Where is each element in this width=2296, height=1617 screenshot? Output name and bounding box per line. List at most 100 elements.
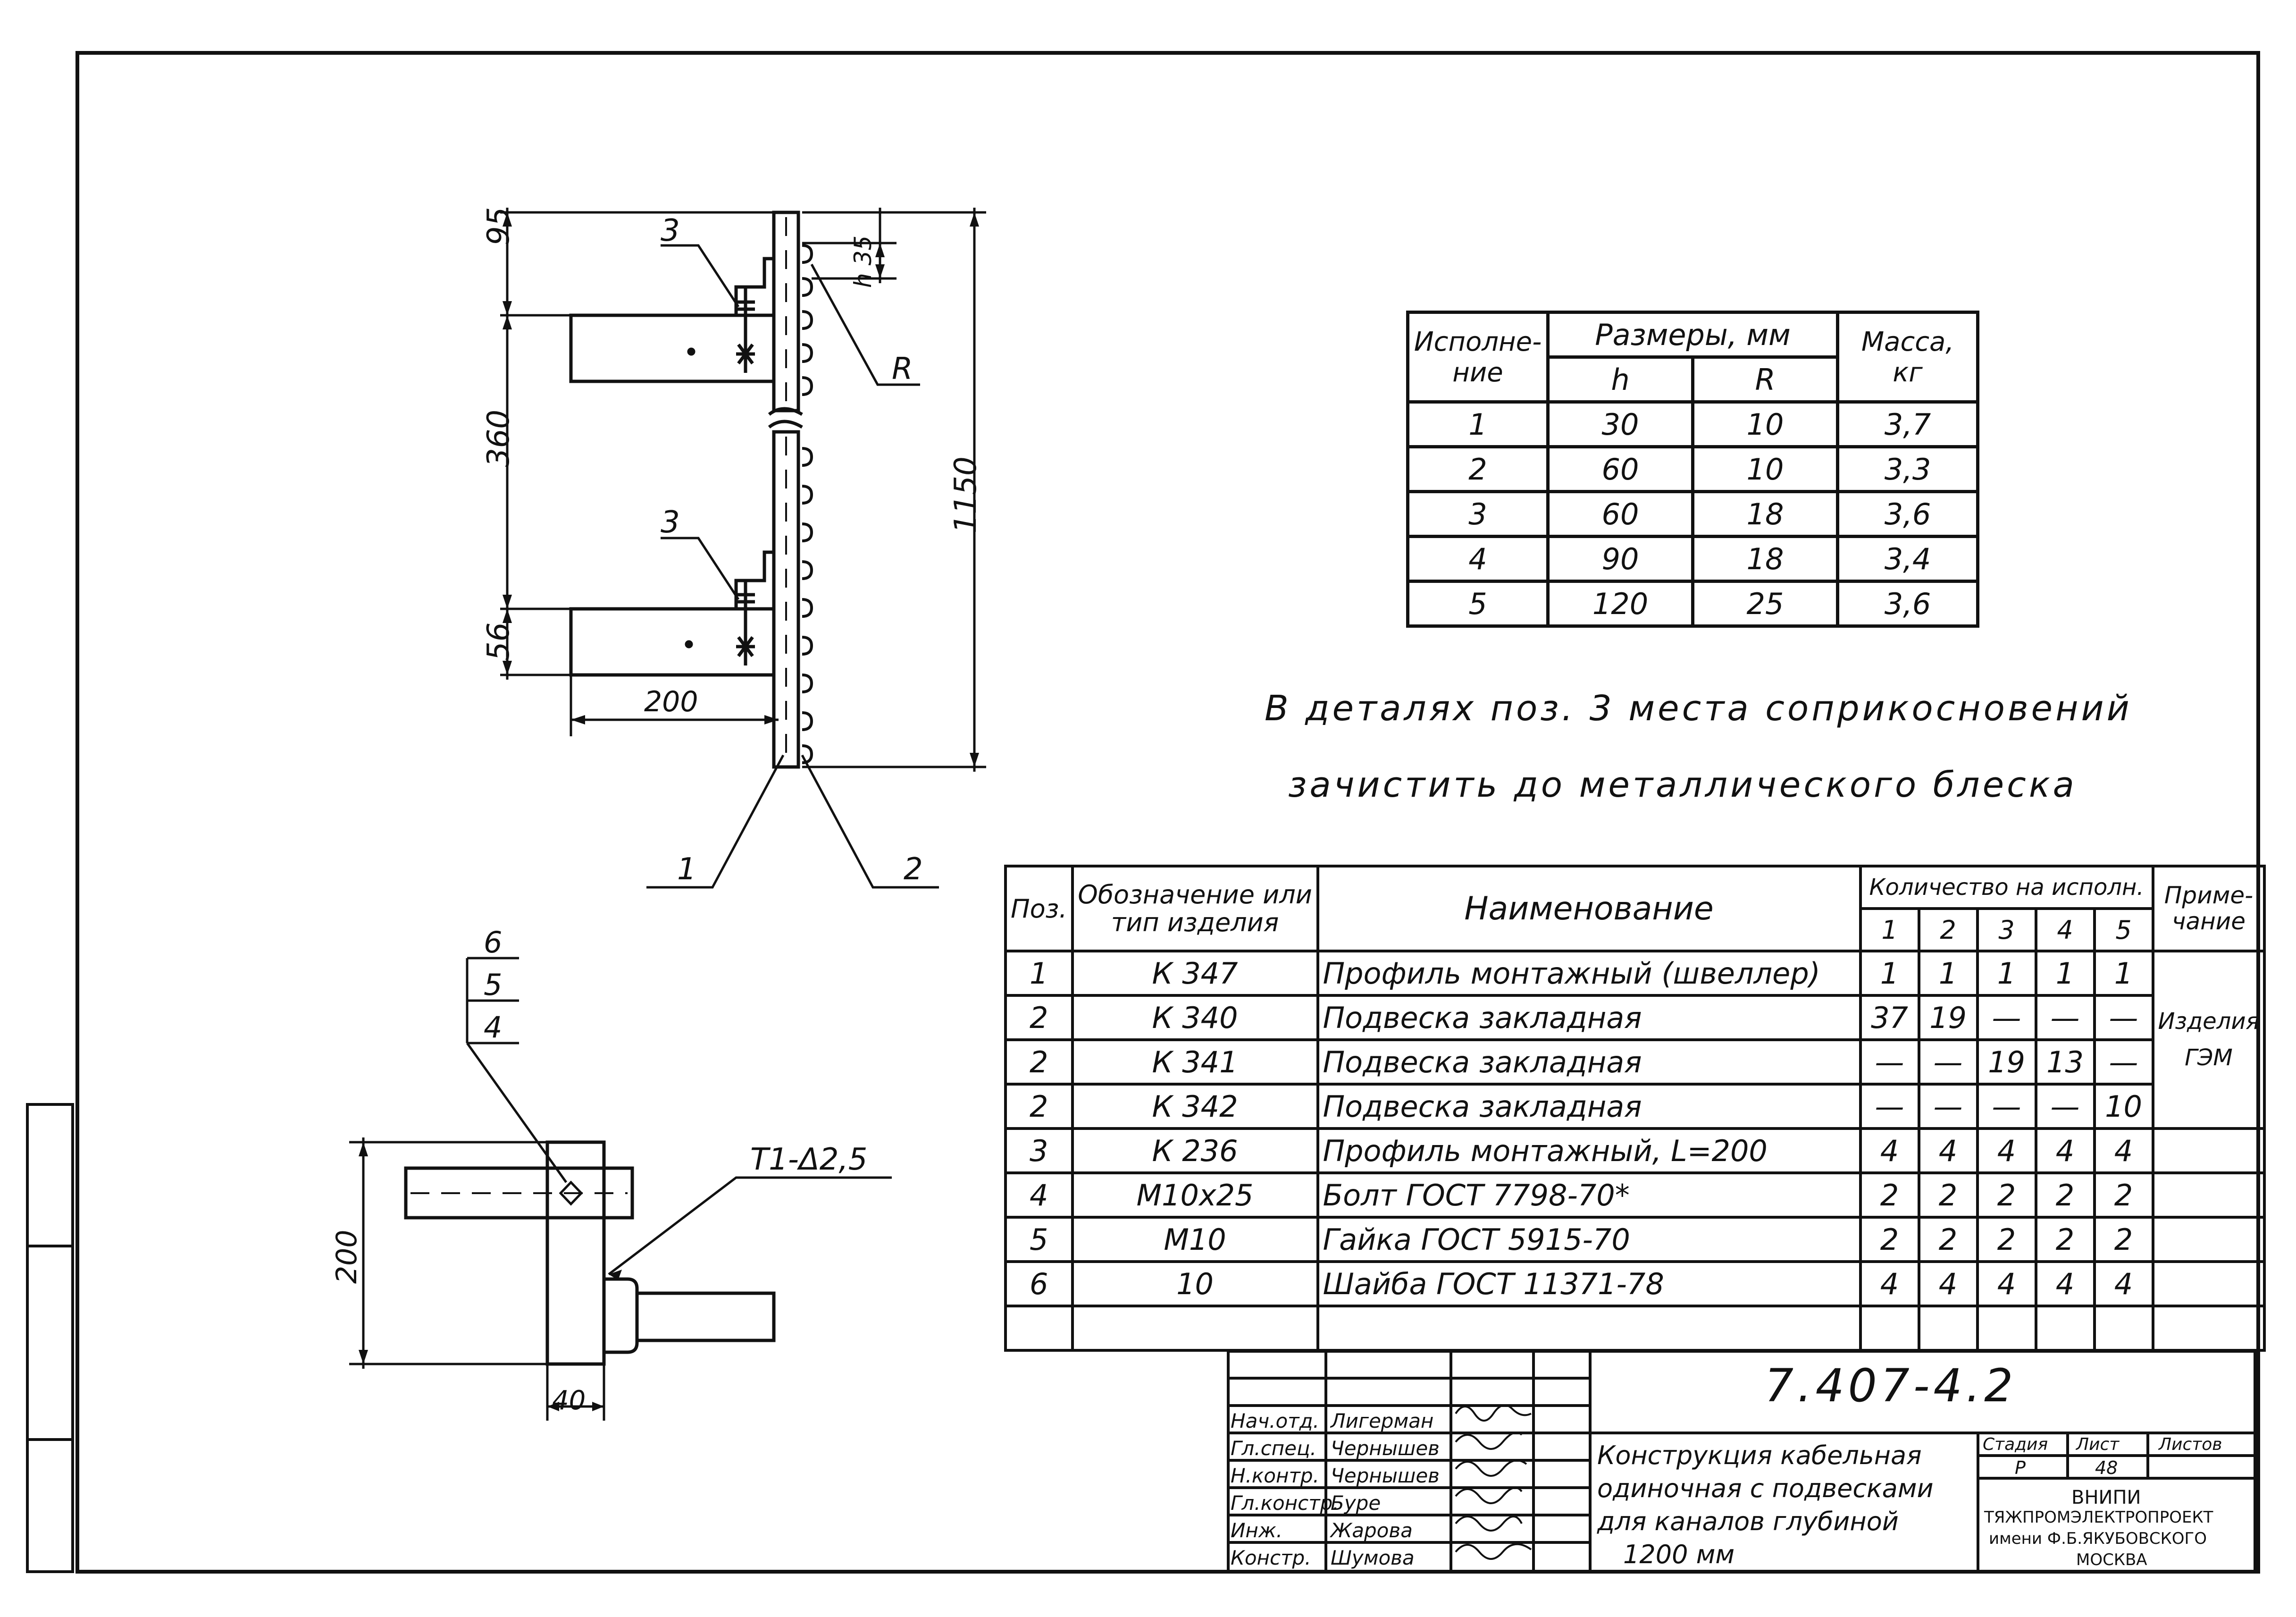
spec-qty-col: 1 [1859,907,1920,952]
spec-qty: 4 [1859,1127,1920,1174]
dims-cell: 60 [1546,490,1694,538]
signature-row: Нач.отд. Лигерман [1227,1406,1590,1435]
dims-cell: 4 [1406,535,1550,583]
spec-qty: — [2093,1038,2154,1086]
spec-qty: — [1976,1083,2037,1130]
sheets-label: Листов [2159,1435,2222,1454]
spec-qty: 37 [1859,994,1920,1041]
dims-cell: 1 [1406,400,1550,448]
spec-row: 5 М10 Гайка ГОСТ 5915-70 2 2 2 2 2 [1004,1216,2266,1263]
spec-qty: — [1917,1038,1979,1086]
role-label: Н.контр. [1231,1464,1319,1487]
spec-code: К 347 [1071,950,1319,997]
spec-code: К 236 [1071,1127,1319,1174]
spec-name: Подвеска закладная [1316,994,1862,1041]
spec-qty: — [1976,994,2037,1041]
spec-header-name: Наименование [1316,865,1862,952]
dims-cell: 3,4 [1836,535,1979,583]
role-name: Чернышев [1331,1464,1440,1487]
spec-qty: 2 [2034,1171,2096,1219]
spec-pos: 3 [1004,1127,1074,1174]
spec-header-code: Обозначение или тип изделия [1071,865,1319,952]
role-label: Констр. [1231,1546,1311,1569]
dims-cell: 90 [1546,535,1694,583]
spec-qty: 4 [1917,1127,1979,1174]
spec-qty-col: 3 [1976,907,2037,952]
dims-cell: 25 [1691,580,1839,628]
spec-note-empty [2151,1171,2266,1219]
spec-header-pos: Поз. [1004,865,1074,952]
dims-cell: 3,6 [1836,490,1979,538]
spec-note-empty [2151,1260,2266,1307]
spec-header-note: Приме-чание [2151,865,2266,952]
dims-header-exec: Исполне- ние [1406,311,1550,404]
role-name: Лигерман [1331,1409,1434,1432]
spec-name: Профиль монтажный, L=200 [1316,1127,1862,1174]
dims-cell: 18 [1691,535,1839,583]
spec-qty: 4 [1859,1260,1920,1307]
role-name: Шумова [1331,1546,1415,1569]
spec-qty: 2 [2093,1216,2154,1263]
signature-scribble [1455,1516,1523,1532]
dims-row: 3 60 18 3,6 [1406,490,1979,538]
role-label: Гл.констр. [1231,1491,1339,1515]
spec-name: Болт ГОСТ 7798-70* [1316,1171,1862,1219]
spec-code: М10 [1071,1216,1319,1263]
spec-row: 2 К 341 Подвеска закладная — — 19 13 — [1004,1038,2264,1086]
stage-value: Р [2015,1457,2026,1478]
dims-cell: 10 [1691,445,1839,493]
spec-qty: 2 [1917,1171,1979,1219]
spec-code: К 341 [1071,1038,1319,1086]
spec-pos: 2 [1004,1038,1074,1086]
spec-qty: 1 [2034,950,2096,997]
dimensions-table: Исполне- ние Размеры, мм Масса, кг h R 1… [1406,311,1979,628]
signature-row: Н.контр. Чернышев [1227,1461,1590,1490]
dims-row: 2 60 10 3,3 [1406,445,1979,493]
spec-qty: 2 [2034,1216,2096,1263]
role-name: Буре [1331,1491,1381,1515]
spec-pos: 2 [1004,994,1074,1041]
dims-cell: 18 [1691,490,1839,538]
title-line-3: для каналов глубиной [1597,1507,1899,1536]
title-line-1: Конструкция кабельная [1597,1440,1922,1470]
spec-qty: 1 [2093,950,2154,997]
callout-5: 5 [484,968,503,1002]
spec-qty: — [2034,994,2096,1041]
spec-qty: 19 [1976,1038,2037,1086]
role-name: Чернышев [1331,1437,1440,1460]
dims-cell: 120 [1546,580,1694,628]
spec-qty: 19 [1917,994,1979,1041]
spec-qty: 1 [1917,950,1979,997]
spec-header-qty: Количество на исполн. [1859,865,2154,910]
callout-6: 6 [484,925,503,960]
spec-row: 1 К 347 Профиль монтажный (швеллер) 1 1 … [1004,950,2266,1130]
dims-header-r: R [1691,355,1839,404]
spec-name: Профиль монтажный (швеллер) [1316,950,1862,997]
spec-qty: 1 [1859,950,1920,997]
spec-qty: 4 [1917,1260,1979,1307]
spec-qty: 4 [2034,1260,2096,1307]
dims-row: 4 90 18 3,4 [1406,535,1979,583]
callout-2: 2 [904,852,923,887]
dims-cell: 30 [1546,400,1694,448]
dims-row: 5 120 25 3,6 [1406,580,1979,628]
dims-row: 1 30 10 3,7 [1406,400,1979,448]
dims-cell: 3,6 [1836,580,1979,628]
spec-note-group: Изделия ГЭМ [2151,950,2266,1130]
signature-row: Гл.спец. Чернышев [1227,1434,1590,1462]
callout-4: 4 [484,1010,503,1044]
org-line-4: МОСКВА [2076,1550,2147,1569]
signature-row: Констр. Шумова [1227,1543,1590,1572]
spec-qty: 4 [2034,1127,2096,1174]
dim-200-top: 200 [644,685,698,718]
spec-pos: 4 [1004,1171,1074,1219]
spec-pos: 2 [1004,1083,1074,1130]
role-label: Нач.отд. [1231,1409,1320,1432]
dims-cell: 10 [1691,400,1839,448]
spec-pos: 1 [1004,950,1074,997]
dims-header-h: h [1546,355,1694,404]
specification-table: Поз. Обозначение или тип изделия Наимено… [1004,865,2266,1352]
role-label: Гл.спец. [1231,1437,1316,1460]
spec-qty: 2 [2093,1171,2154,1219]
spec-qty: 2 [1976,1216,2037,1263]
